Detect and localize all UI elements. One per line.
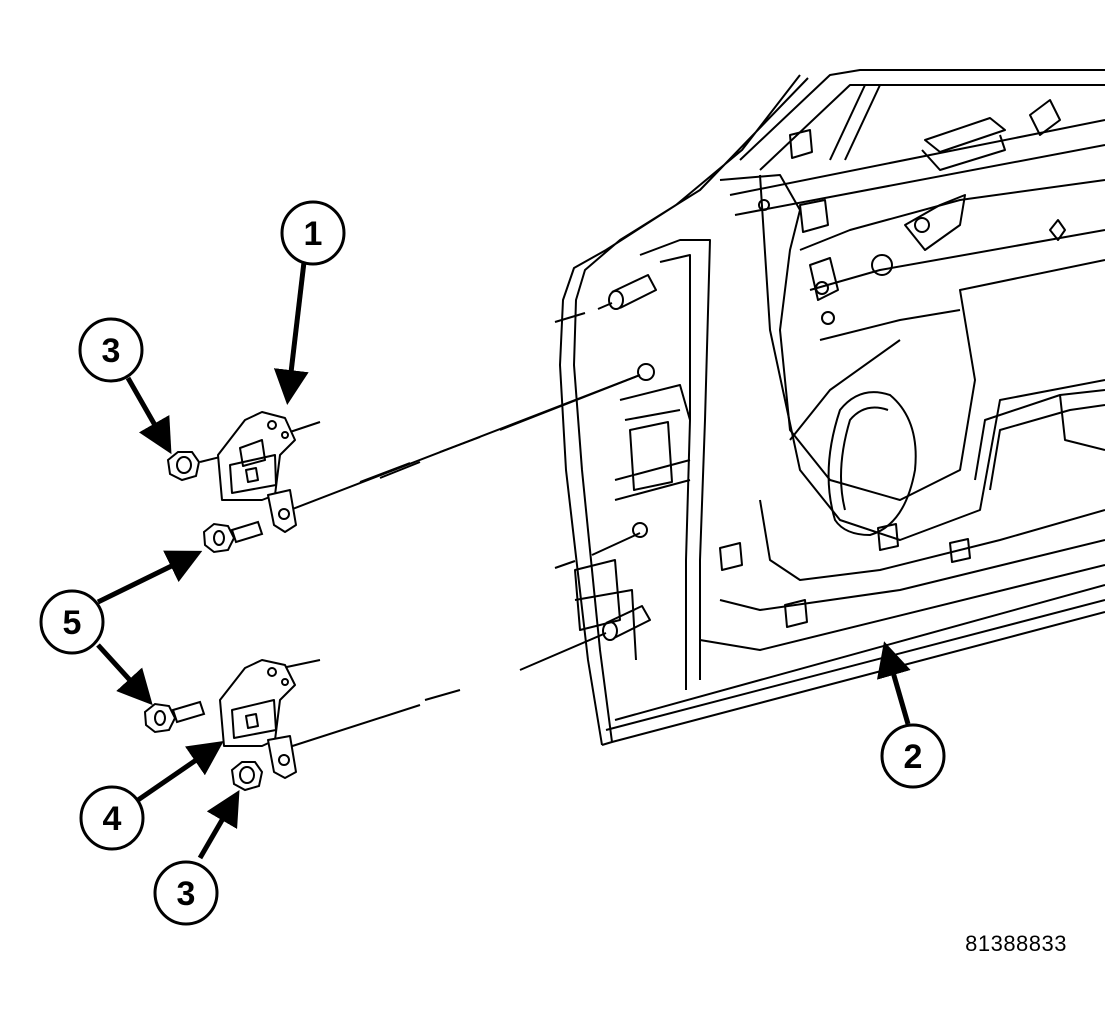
leader-arrow-5-upper — [96, 550, 203, 605]
upper-nut — [166, 451, 201, 482]
callout-2-label: 2 — [904, 738, 923, 776]
figure-id: 81388833 — [965, 931, 1067, 956]
callout-4-label: 4 — [103, 800, 122, 838]
upper-hinge — [217, 411, 297, 533]
upper-bolt — [202, 520, 264, 554]
callout-4: 4 — [79, 785, 145, 851]
leader-arrow-2 — [876, 641, 911, 725]
leader-arrows — [96, 261, 911, 860]
callout-3-lower: 3 — [153, 860, 219, 926]
callout-2: 2 — [880, 723, 946, 789]
lower-bolt — [143, 700, 206, 734]
leader-arrow-4 — [136, 741, 224, 803]
leader-arrow-1 — [273, 261, 309, 405]
callout-5-label: 5 — [63, 604, 82, 642]
lower-nut — [230, 761, 264, 792]
leader-arrow-3-lower — [197, 789, 240, 860]
callout-3-lower-label: 3 — [177, 875, 196, 913]
alignment-lines — [199, 302, 641, 751]
callout-3-upper: 3 — [78, 317, 144, 383]
callout-5: 5 — [39, 589, 105, 655]
callout-1-label: 1 — [304, 215, 323, 253]
door-inner-panel — [559, 69, 1105, 746]
callout-3-upper-label: 3 — [102, 332, 121, 370]
callout-1: 1 — [280, 200, 346, 266]
leader-arrow-3-upper — [125, 376, 172, 455]
leader-arrow-5-lower — [96, 643, 153, 706]
lower-hinge — [219, 659, 297, 779]
